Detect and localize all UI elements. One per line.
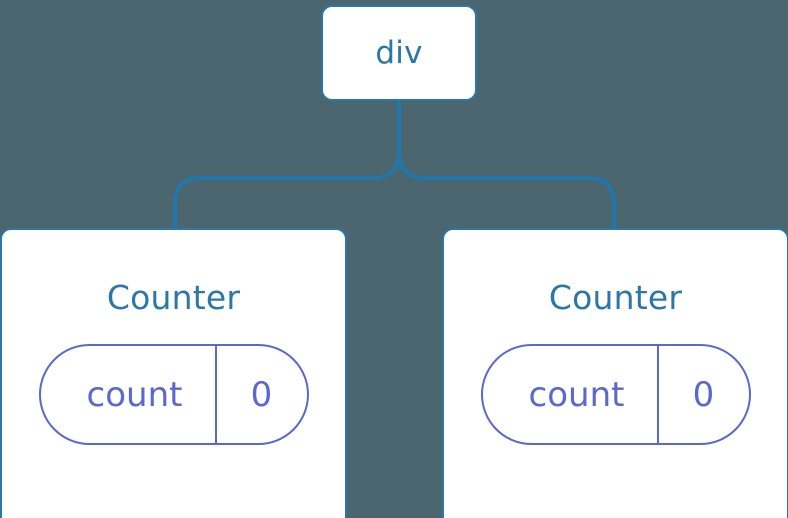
node-div-label: div [375, 34, 423, 71]
state-key-cell-right: count [483, 346, 657, 443]
state-pill-divider-right [656, 346, 659, 443]
node-div[interactable]: div [321, 5, 477, 101]
state-value-label-left: 0 [250, 374, 273, 415]
state-value-cell-left: 0 [217, 346, 307, 443]
node-counter-right-title: Counter [548, 278, 683, 317]
state-pill-left[interactable]: count 0 [38, 344, 309, 445]
state-pill-divider-left [214, 346, 217, 443]
state-value-cell-right: 0 [659, 346, 749, 443]
tree-connectors [173, 101, 616, 228]
state-pill-wrap-left: count 0 [2, 344, 345, 445]
edge-root-to-counter-right [397, 101, 616, 228]
state-pill-right[interactable]: count 0 [480, 344, 751, 445]
edge-root-to-counter-left [173, 101, 401, 228]
state-key-label-right: count [528, 374, 625, 415]
state-key-label-left: count [86, 374, 183, 415]
state-key-cell-left: count [41, 346, 215, 443]
node-counter-right[interactable]: Counter count 0 [442, 228, 788, 518]
node-counter-left-title: Counter [106, 278, 241, 317]
state-pill-wrap-right: count 0 [444, 344, 787, 445]
state-value-label-right: 0 [692, 374, 715, 415]
node-counter-left[interactable]: Counter count 0 [0, 228, 347, 518]
diagram-canvas: div Counter count 0 Counter count [0, 5, 788, 518]
